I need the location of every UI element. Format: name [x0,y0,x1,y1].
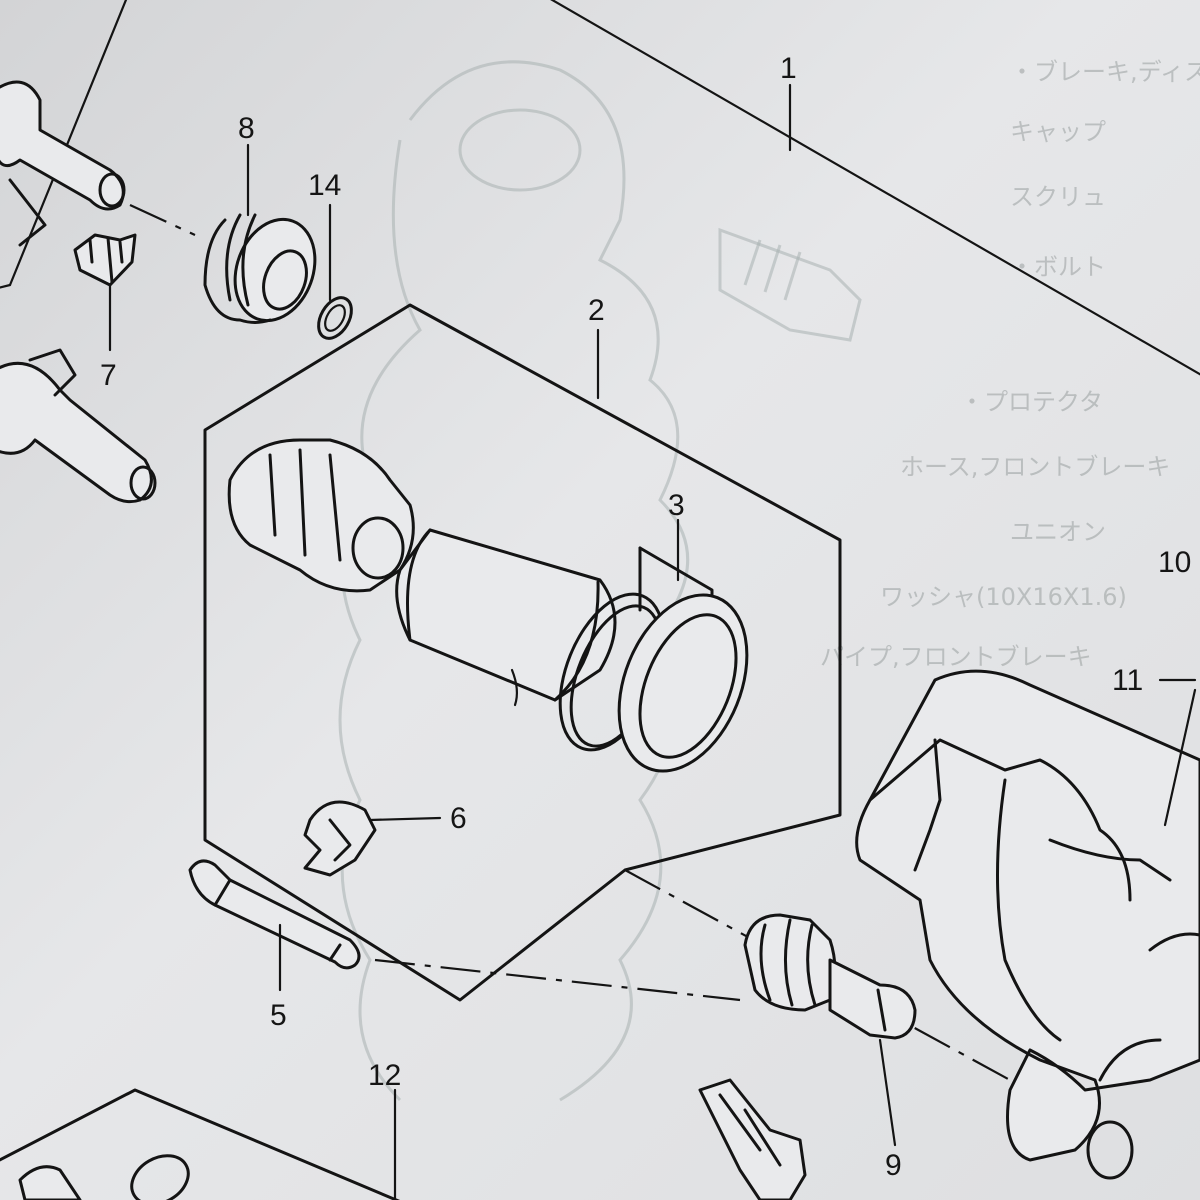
dust-boot-part [203,213,317,324]
dust-seal-part [617,593,749,773]
bleed-text-6: ホース,フロントブレーキ [900,453,1170,481]
piston-kit-outline [203,303,842,1002]
left-bolt-lower [0,348,157,504]
pad-spring-clip-part [303,800,377,877]
hose-bracket-part [698,1078,807,1200]
bleed-through-parts-list: ・ブレーキ,ディスクブレ キャップ スクリュ ・ボルト ・プロテクタ ホース,フ… [820,58,1200,671]
callout-numbers: 1 2 3 5 6 7 8 9 10 11 12 14 [100,52,1191,1182]
bleed-valve-cap-part [73,233,137,287]
washer-part [317,296,353,340]
pad-shim-outline [0,1088,401,1200]
bleed-text-5: ・プロテクタ [960,388,1103,416]
callout-14: 14 [308,169,341,202]
bleed-text-1: ・ブレーキ,ディスクブレ [1010,58,1200,86]
callout-1: 1 [780,52,797,85]
pad-pin-part [188,859,361,970]
left-bolt-upper [0,80,126,247]
callout-3: 3 [668,489,685,522]
bleed-text-3: スクリュ [1010,183,1106,211]
callout-12: 12 [368,1059,401,1092]
callout-7: 7 [100,359,117,392]
caliper-bracket-part [855,669,1200,1180]
piston-insulator-part [227,438,415,593]
bleed-text-8: ワッシャ(10X16X1.6) [880,583,1127,611]
bleed-text-9: パイプ,フロントブレーキ [820,643,1092,671]
callout-8: 8 [238,112,255,145]
caliper-piston-part [395,528,617,707]
slide-pin-part [743,913,917,1040]
bleed-text-7: ユニオン [1010,518,1106,546]
bleed-through-caliper [338,60,862,1102]
bleed-text-2: キャップ [1010,118,1106,146]
callout-2: 2 [588,294,605,327]
callout-10: 10 [1158,546,1191,579]
callout-5: 5 [270,999,287,1032]
callout-9: 9 [885,1149,902,1182]
callout-11: 11 [1112,664,1143,697]
callout-6: 6 [450,802,467,835]
callout-leaders [108,83,1197,1200]
bleed-text-4: ・ボルト [1010,253,1106,281]
